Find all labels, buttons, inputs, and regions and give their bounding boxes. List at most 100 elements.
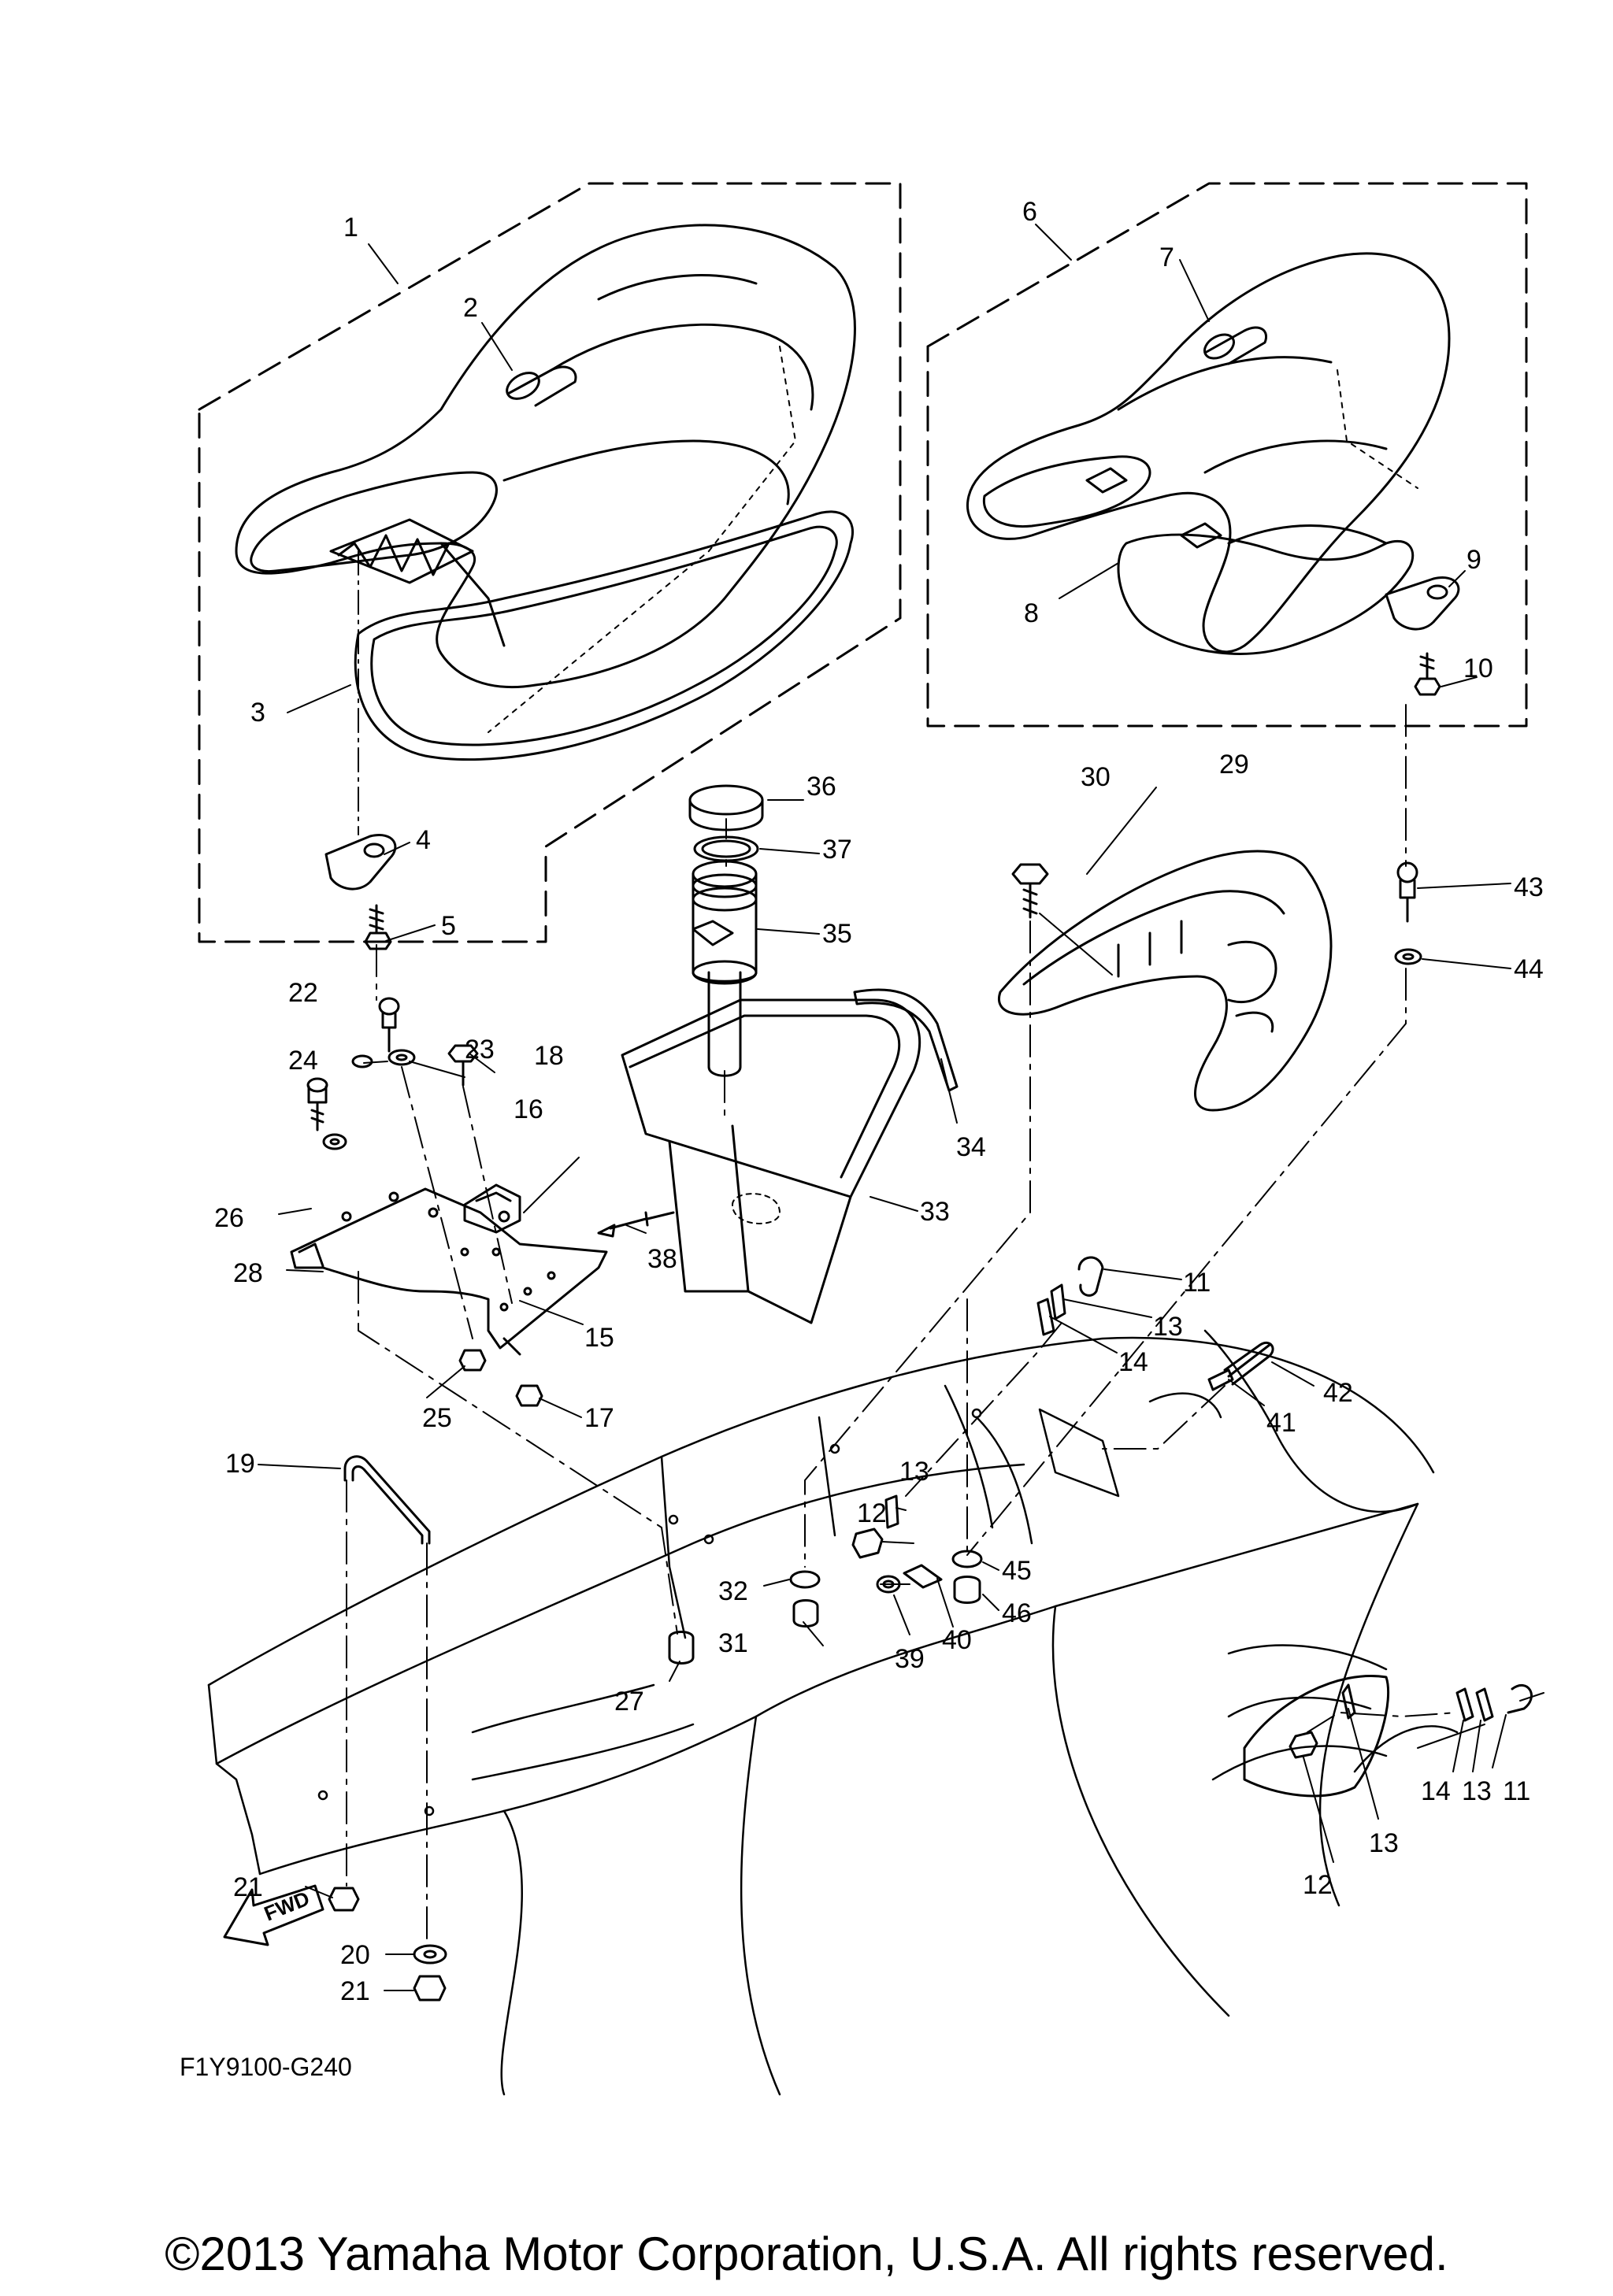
callout-32: 32 — [718, 1576, 748, 1606]
front-seat-hidden-line — [488, 346, 796, 733]
callout-39: 39 — [895, 1644, 925, 1674]
hull-deck — [207, 1329, 1459, 2096]
callout-30: 30 — [1081, 762, 1111, 792]
callout-17: 17 — [584, 1403, 614, 1433]
callout-40: 40 — [942, 1625, 972, 1655]
grab-handle-2 — [506, 365, 577, 407]
front-seat-base-inner — [370, 525, 838, 746]
front-seat-cushion — [235, 224, 856, 689]
front-seat-handrail — [250, 471, 498, 573]
callout-31: 31 — [718, 1628, 748, 1658]
latch-hook-9 — [1385, 576, 1460, 631]
strip-34 — [853, 988, 959, 1092]
callout-14a: 14 — [1118, 1347, 1148, 1377]
callout-43: 43 — [1514, 872, 1544, 902]
callout-11b: 11 — [1503, 1776, 1530, 1806]
callout-10: 10 — [1463, 654, 1493, 683]
bracket-15 — [290, 1187, 608, 1356]
callout-13a: 13 — [1153, 1312, 1183, 1342]
bolt-30 — [1011, 863, 1049, 919]
callout-4: 4 — [416, 825, 431, 855]
front-seat-group-boundary — [198, 182, 902, 943]
callout-36: 36 — [806, 772, 836, 802]
copyright-notice: ©2013 Yamaha Motor Corporation, U.S.A. A… — [165, 2227, 1448, 2280]
right-hardware — [789, 861, 1533, 1798]
front-seat-contour-1 — [502, 439, 790, 505]
callout-24: 24 — [288, 1046, 318, 1076]
callout-11a: 11 — [1183, 1268, 1211, 1298]
rear-seat-hidden-line — [1337, 369, 1418, 489]
callout-12a: 12 — [857, 1498, 887, 1528]
callout-46: 46 — [1002, 1598, 1032, 1628]
front-seat-contour-3 — [597, 274, 758, 301]
rear-seat-handrail — [982, 455, 1151, 528]
callout-26: 26 — [214, 1203, 244, 1233]
callout-23: 23 — [465, 1035, 495, 1065]
front-seat-assembly — [198, 182, 902, 950]
callout-19: 19 — [225, 1449, 255, 1479]
rear-seat-cushion — [966, 252, 1451, 654]
rear-seat-tabs — [1085, 467, 1222, 549]
callout-8: 8 — [1024, 598, 1039, 628]
alignment-lines — [346, 704, 1458, 1946]
grab-handle-7 — [1203, 326, 1267, 365]
front-seat-tray-ribs — [337, 534, 451, 576]
front-seat-base — [354, 510, 855, 761]
callout-21a: 21 — [233, 1872, 263, 1902]
screw-5 — [364, 904, 392, 950]
callout-13b: 13 — [899, 1457, 929, 1487]
callout-42: 42 — [1323, 1378, 1353, 1408]
callout-13c: 13 — [1369, 1828, 1399, 1858]
drawing-code: F1Y9100-G240 — [180, 2053, 352, 2081]
rear-seat-base — [1117, 533, 1415, 655]
callout-9: 9 — [1467, 545, 1481, 575]
callout-29: 29 — [1219, 750, 1249, 780]
rear-seat-assembly — [926, 182, 1528, 728]
callout-13d: 13 — [1462, 1776, 1492, 1806]
callout-20: 20 — [340, 1940, 370, 1970]
callout-7: 7 — [1159, 243, 1174, 272]
storage-box-33 — [621, 998, 921, 1324]
callout-41: 41 — [1266, 1408, 1296, 1438]
screw-10 — [1414, 652, 1441, 696]
callout-14b: 14 — [1421, 1776, 1451, 1806]
callout-1: 1 — [343, 213, 358, 243]
filler-neck-35 — [692, 860, 758, 1077]
callout-45: 45 — [1002, 1556, 1032, 1586]
front-seat-side-edge — [439, 542, 506, 647]
callout-12b: 12 — [1303, 1870, 1333, 1900]
callout-15: 15 — [584, 1323, 614, 1353]
fasteners-left — [306, 997, 695, 1665]
callout-labels: 1 2 3 4 5 6 7 8 9 10 11 11 12 12 13 13 1… — [180, 197, 1544, 2081]
callout-16: 16 — [514, 1094, 543, 1124]
rivet-38 — [597, 1211, 675, 1238]
leader-lines — [258, 224, 1544, 1991]
callout-44: 44 — [1514, 954, 1544, 984]
rear-seat-group-boundary — [926, 182, 1528, 728]
callout-37: 37 — [822, 835, 852, 865]
o-ring-37 — [693, 835, 759, 862]
callout-2: 2 — [463, 293, 478, 323]
callout-38: 38 — [647, 1244, 677, 1274]
rear-cover-29 — [997, 850, 1333, 1112]
rear-seat-contours — [1117, 356, 1388, 545]
callout-5: 5 — [441, 911, 456, 941]
callout-21b: 21 — [340, 1976, 370, 2006]
callout-28: 28 — [233, 1258, 263, 1288]
latch-hook-4 — [324, 834, 397, 891]
rod-19 — [343, 1455, 431, 1545]
callout-22: 22 — [288, 978, 318, 1008]
callout-34: 34 — [956, 1132, 986, 1162]
callout-35: 35 — [822, 919, 852, 949]
callout-3: 3 — [250, 698, 265, 728]
front-seat-contour-2 — [550, 323, 814, 411]
front-seat-tray — [329, 518, 474, 584]
fwd-label: FWD — [261, 1887, 313, 1926]
callout-27: 27 — [614, 1687, 644, 1716]
clip-16 — [463, 1183, 521, 1234]
callout-33: 33 — [920, 1197, 950, 1227]
callout-18: 18 — [534, 1041, 564, 1071]
callout-6: 6 — [1022, 197, 1037, 227]
callout-25: 25 — [422, 1403, 452, 1433]
